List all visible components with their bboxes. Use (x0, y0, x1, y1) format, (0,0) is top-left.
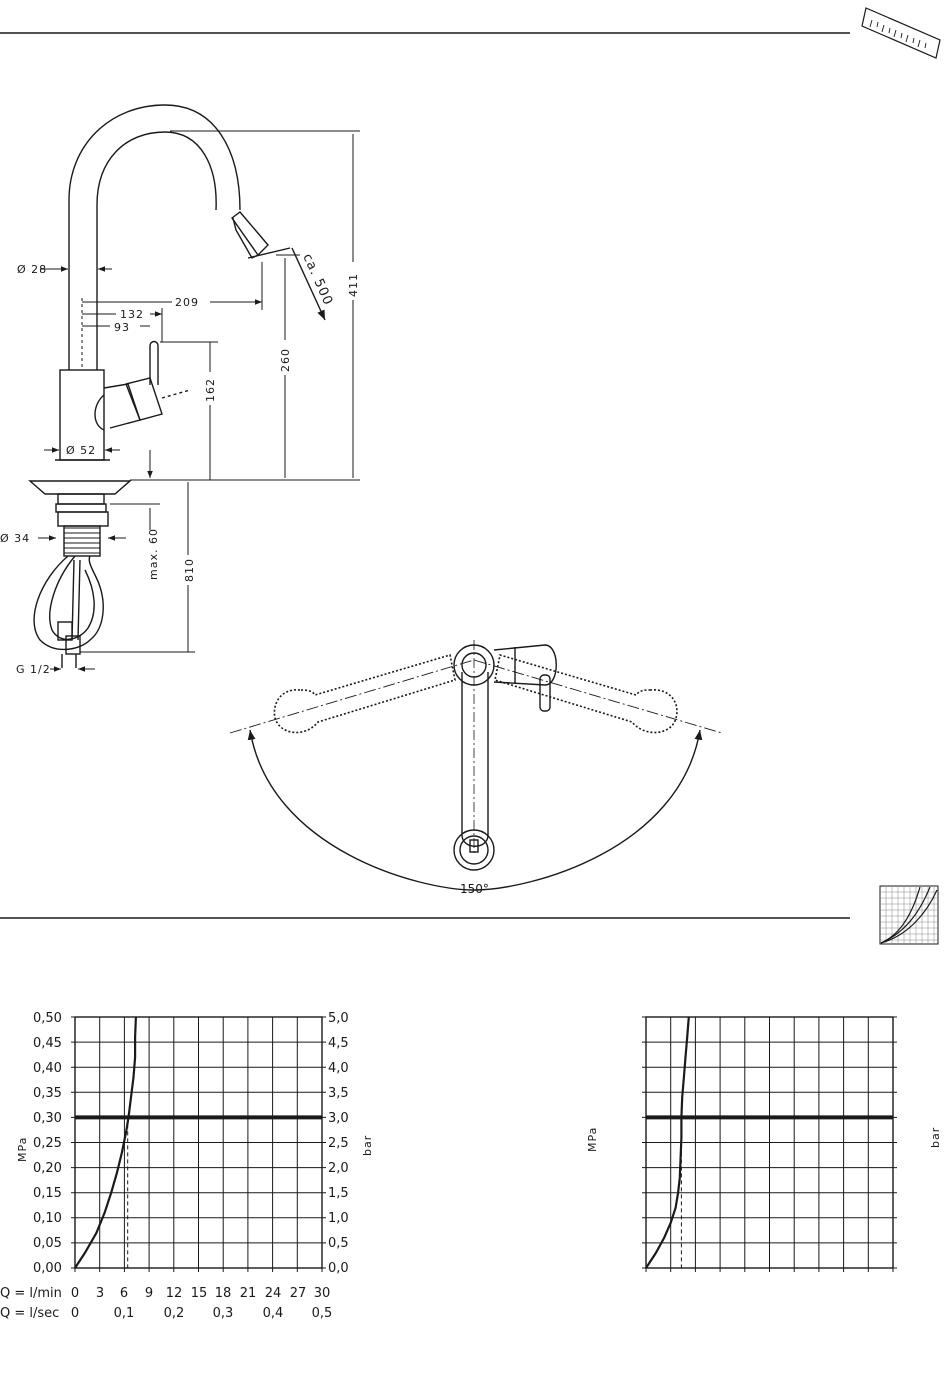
x-row1-label: Q = l/min (0, 1286, 62, 1301)
chart1-right-axis-label: bar (361, 1135, 374, 1156)
y-left-tick: 0,40 (33, 1061, 62, 1076)
swing-angle-label: 150° (460, 882, 489, 896)
y-right-tick: 1,0 (328, 1211, 349, 1226)
y-left-tick: 0,10 (33, 1211, 62, 1226)
x-tick: 21 (240, 1286, 257, 1301)
y-left-tick: 0,30 (33, 1111, 62, 1126)
x-tick: 0 (71, 1286, 79, 1301)
chart1-right-ticks: 0,0 0,5 1,0 1,5 2,0 2,5 3,0 3,5 4,0 4,5 … (328, 1011, 349, 1276)
y-right-tick: 5,0 (328, 1011, 349, 1026)
y-left-tick: 0,15 (33, 1186, 62, 1201)
x-tick: 15 (191, 1286, 208, 1301)
x-tick: 18 (215, 1286, 232, 1301)
chart1-x-row2-ticks: 0 0,1 0,2 0,3 0,4 0,5 (71, 1306, 332, 1321)
x-row2-label: Q = l/sec (0, 1306, 59, 1321)
x-tick: 0,1 (114, 1306, 135, 1321)
dim-260: 260 (279, 348, 292, 372)
dimension-lines (38, 131, 360, 669)
x-tick: 27 (290, 1286, 307, 1301)
dim-132: 132 (120, 308, 144, 321)
x-tick: 0 (71, 1306, 79, 1321)
y-left-tick: 0,50 (33, 1011, 62, 1026)
x-tick: 3 (96, 1286, 104, 1301)
dim-ca-500: ca. 500 (299, 252, 335, 309)
y-right-tick: 0,5 (328, 1236, 349, 1251)
y-left-tick: 0,45 (33, 1036, 62, 1051)
y-left-tick: 0,25 (33, 1136, 62, 1151)
x-tick: 6 (120, 1286, 128, 1301)
flow-chart-left (71, 1017, 326, 1272)
x-tick: 30 (314, 1286, 331, 1301)
x-tick: 12 (166, 1286, 183, 1301)
y-right-tick: 1,5 (328, 1186, 349, 1201)
chart1-left-axis-label: MPa (16, 1137, 29, 1162)
dim-max-60: max. 60 (147, 528, 160, 580)
faucet-top-view (230, 640, 722, 890)
dim-g-half: G 1/2 (16, 663, 51, 676)
y-left-tick: 0,00 (33, 1261, 62, 1276)
dim-411: 411 (347, 273, 360, 297)
y-left-tick: 0,05 (33, 1236, 62, 1251)
y-right-tick: 2,5 (328, 1136, 349, 1151)
dim-209: 209 (175, 296, 199, 309)
y-left-tick: 0,20 (33, 1161, 62, 1176)
x-tick: 9 (145, 1286, 153, 1301)
dim-diameter-52: Ø 52 (66, 444, 96, 457)
x-tick: 0,3 (213, 1306, 234, 1321)
chart1-left-ticks: 0,00 0,05 0,10 0,15 0,20 0,25 0,30 0,35 … (33, 1011, 62, 1276)
dim-diameter-28: Ø 28 (17, 263, 47, 276)
chart2-right-axis-label: bar (929, 1127, 942, 1148)
ruler-icon (862, 8, 940, 58)
chart2-left-axis-label: MPa (586, 1127, 599, 1152)
y-right-tick: 4,0 (328, 1061, 349, 1076)
y-right-tick: 3,0 (328, 1111, 349, 1126)
dim-93: 93 (114, 321, 130, 334)
y-right-tick: 0,0 (328, 1261, 349, 1276)
y-left-tick: 0,35 (33, 1086, 62, 1101)
flow-chart-right (642, 1017, 897, 1272)
chart1-x-row1-ticks: 0 3 6 9 12 15 18 21 24 27 30 (71, 1286, 330, 1301)
x-tick: 0,4 (263, 1306, 284, 1321)
y-right-tick: 2,0 (328, 1161, 349, 1176)
dim-810: 810 (183, 558, 196, 582)
dim-diameter-34: Ø 34 (0, 532, 30, 545)
faucet-side-view (30, 105, 290, 668)
y-right-tick: 3,5 (328, 1086, 349, 1101)
x-tick: 0,5 (312, 1306, 333, 1321)
y-right-tick: 4,5 (328, 1036, 349, 1051)
x-tick: 0,2 (164, 1306, 185, 1321)
flow-chart-icon (880, 886, 938, 944)
dim-162: 162 (204, 378, 217, 402)
x-tick: 24 (265, 1286, 282, 1301)
